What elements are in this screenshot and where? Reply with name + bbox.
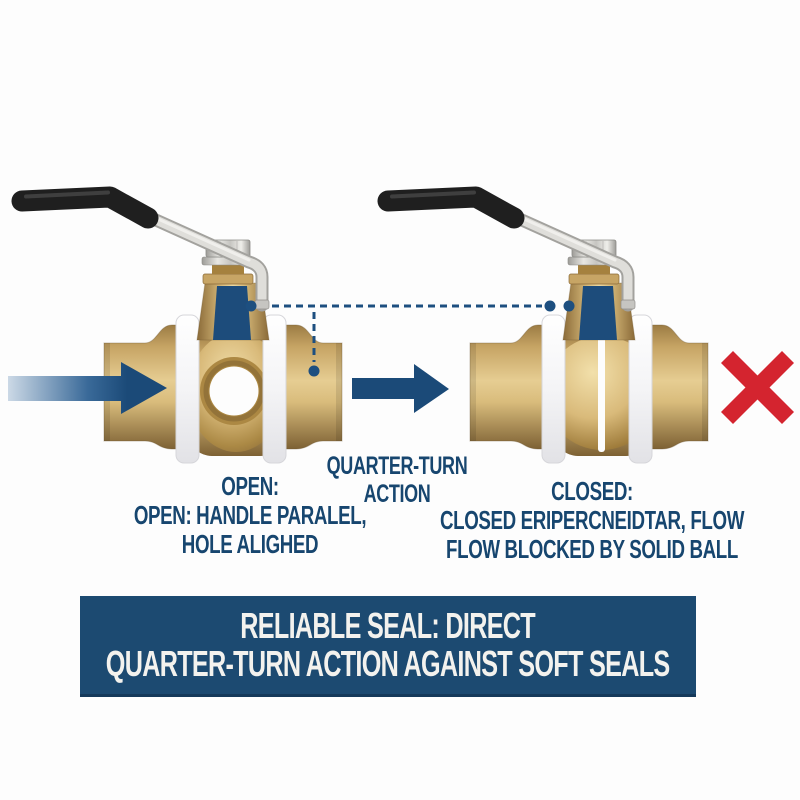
seat-seal-right [262,314,287,464]
stem [213,286,251,340]
handle-grip [11,186,159,229]
open-caption-line3: HOLE ALIGHED [181,529,319,559]
bore-hole [209,366,259,416]
ball-split-line [598,334,605,452]
seat-seal-right [628,314,653,464]
pipe-end-shade [336,343,342,441]
banner-line1: RELIABLE SEAL: DIRECT [240,605,536,646]
pipe-end-shade [470,343,476,441]
bore-ring-shadow [203,360,265,422]
handle-lever [140,209,270,312]
valve-diagram [8,186,795,464]
banner-text: RELIABLE SEAL: DIRECT QUARTER-TURN ACTIO… [106,607,670,683]
banner-line2: QUARTER-TURN ACTION AGAINST SOFT SEALS [106,643,670,684]
handle-grip [377,186,525,229]
bottom-banner: RELIABLE SEAL: DIRECT QUARTER-TURN ACTIO… [80,596,696,697]
quarter-turn-line2: ACTION [363,480,431,508]
handle-lever [506,209,636,312]
closed-valve-caption: CLOSED: CLOSED ERIPERCNEIDTAR, FLOW FLOW… [440,477,744,564]
blocked-x-icon [720,350,795,425]
packing-gland [212,265,244,274]
packing-collar [202,273,254,285]
pipe-connector-right [284,324,343,450]
packing-gland [578,265,610,274]
stem [579,286,617,340]
open-valve-caption: OPEN: OPEN: HANDLE PARALEL, HOLE ALIGHED [133,471,367,559]
stem-callout-line [245,300,575,377]
flow-in-arrow [8,362,167,414]
pipe-connector-right [650,324,709,450]
pipe-end-shade [702,343,708,441]
open-caption-line2: OPEN: HANDLE PARALEL, [133,500,367,530]
pipe-connector-left [469,324,550,450]
quarter-turn-caption: QUARTER-TURN ACTION [327,452,468,508]
packing-collar [568,273,620,285]
quarter-turn-line1: QUARTER-TURN [326,452,468,480]
closed-caption-line2: CLOSED ERIPERCNEIDTAR, FLOW [439,505,745,535]
callout-dot [308,365,320,377]
closed-caption-line3: FLOW BLOCKED BY SOLID BALL [446,534,738,564]
open-caption-heading: OPEN: [221,471,279,501]
callout-dot [563,300,575,312]
closed-caption-heading: CLOSED: [551,476,633,506]
callout-dot [544,300,556,312]
valve-open [11,186,343,464]
seat-seal-left [541,314,566,464]
callout-dot [245,300,257,312]
seat-seal-left [175,314,200,464]
valve-closed [377,186,709,464]
quarter-turn-arrow [352,364,449,413]
